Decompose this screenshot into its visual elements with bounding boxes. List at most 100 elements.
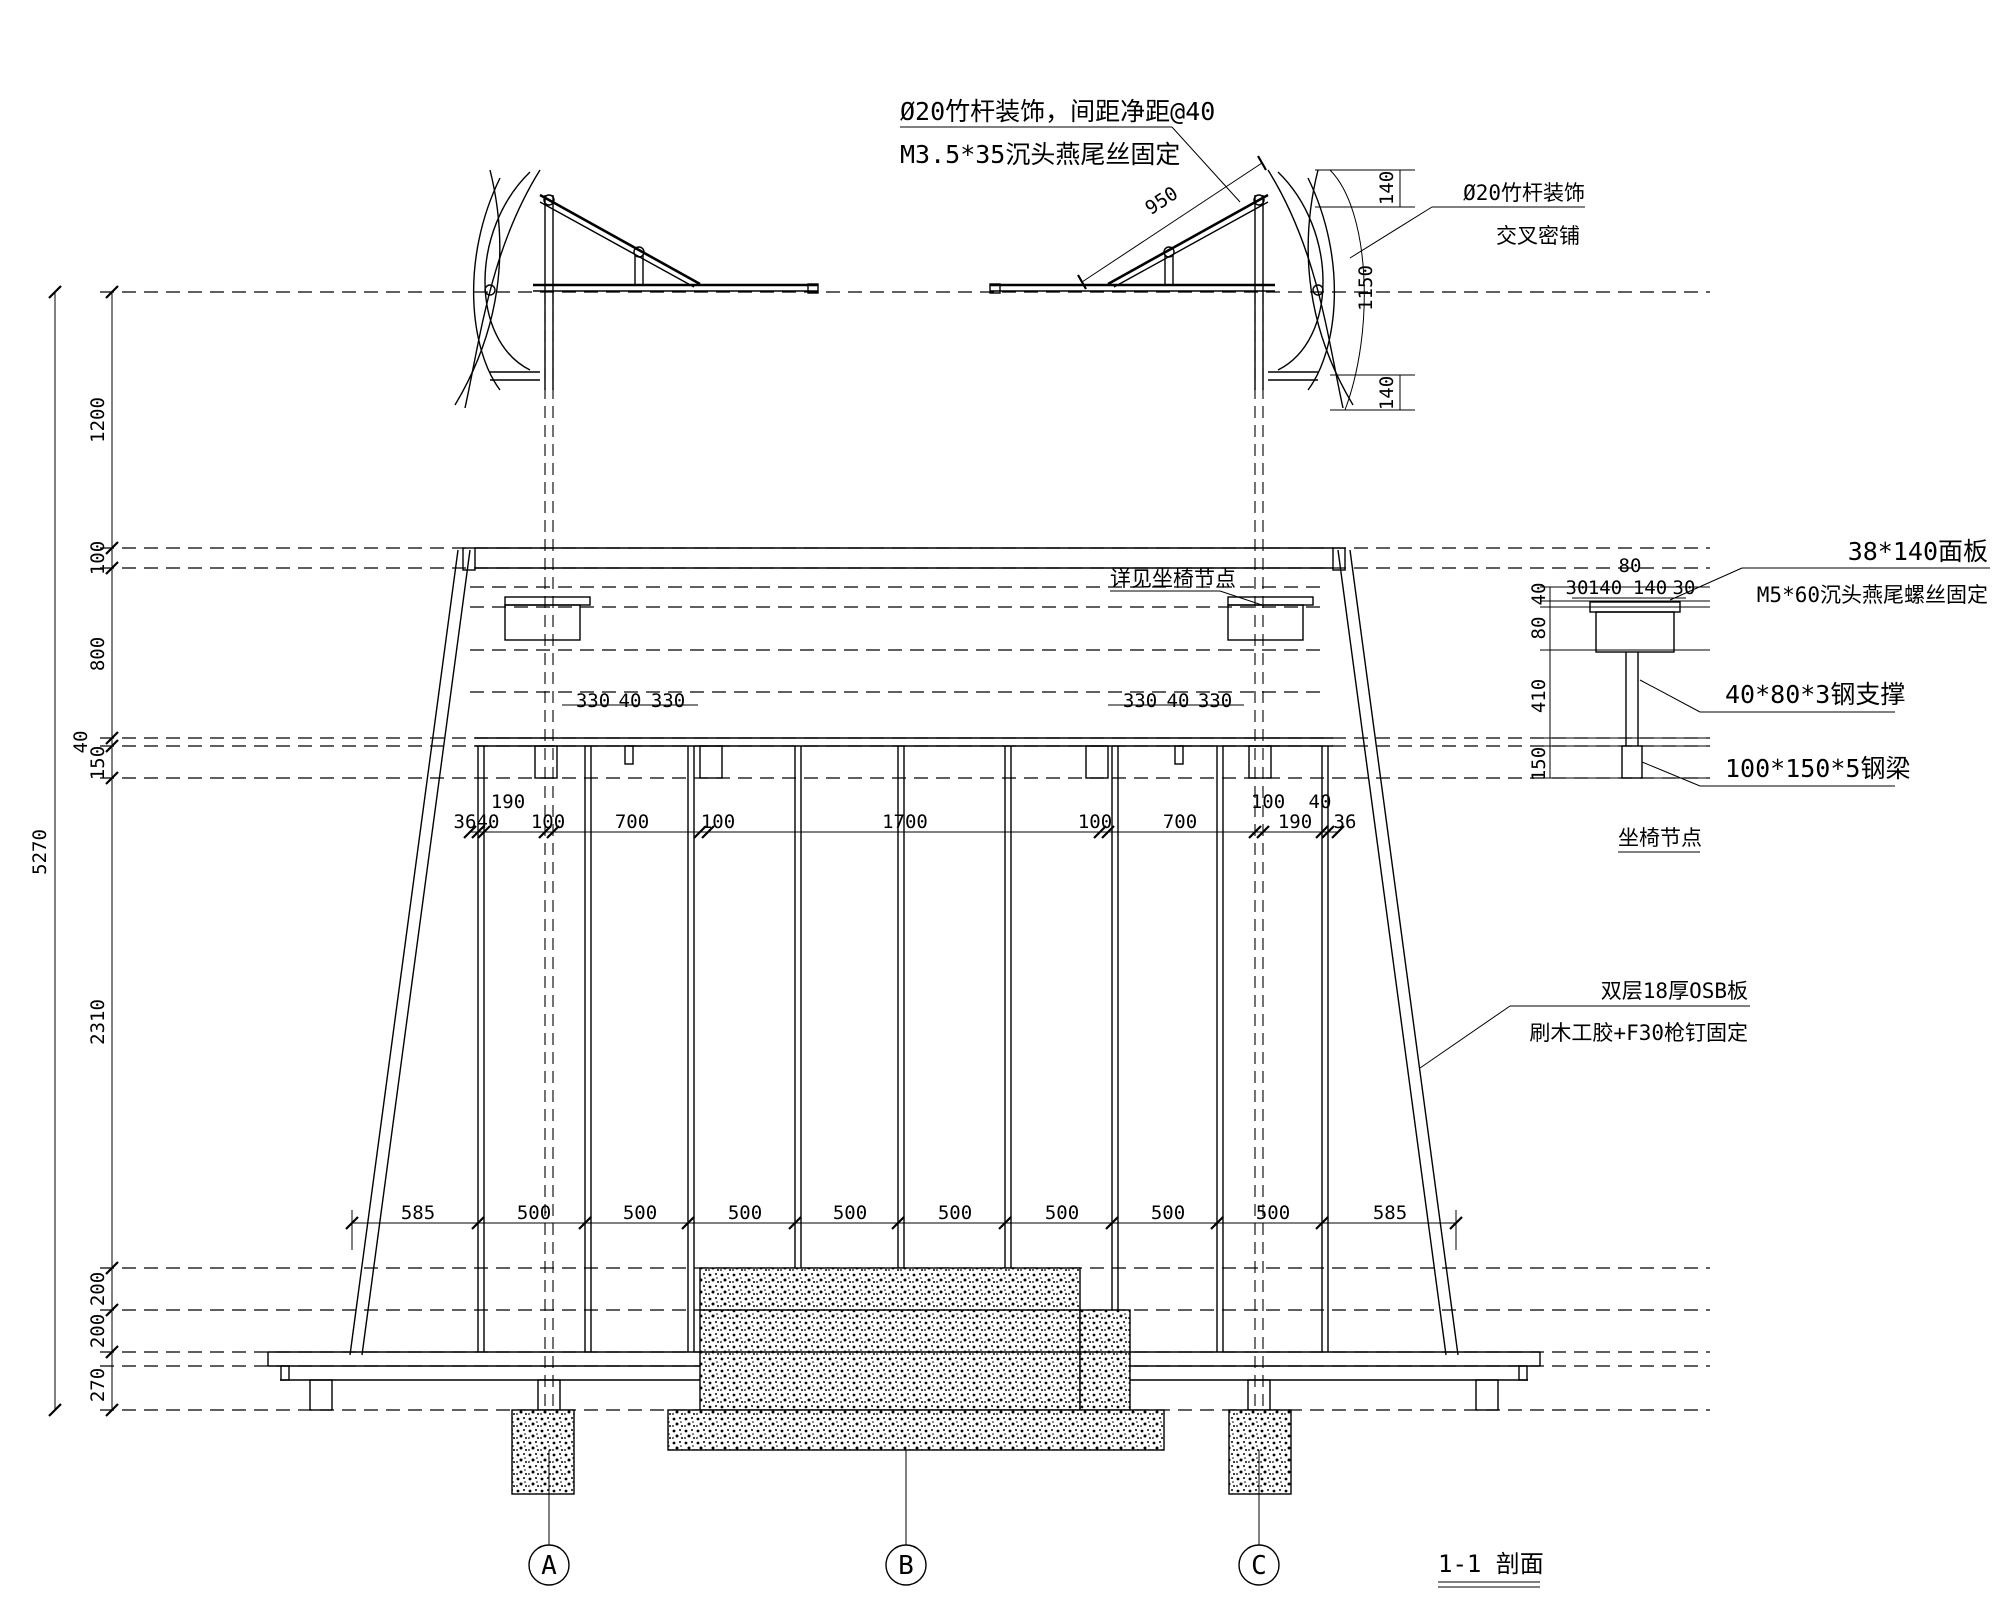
left-dimension-chain: 5270 1200 100 800 40 150 2310 200 200 27… bbox=[29, 285, 119, 1417]
bottom-dim-tick-2 bbox=[578, 1216, 592, 1230]
dim-top-40-right: 40 bbox=[1309, 791, 1332, 813]
dim-top-100-d: 100 bbox=[1251, 791, 1285, 813]
osb-label-1: 双层18厚OSB板 bbox=[1601, 979, 1748, 1003]
dim-top-36-left: 36 bbox=[454, 811, 477, 833]
bench-dim-left-40: 40 bbox=[619, 690, 642, 712]
dim-bottom-500-5: 500 bbox=[938, 1202, 972, 1224]
dim-top-190-left: 190 bbox=[491, 791, 525, 813]
bottom-dimension-texts: 585 500 500 500 500 500 500 500 500 585 bbox=[401, 1202, 1407, 1224]
section-title: 1-1 剖面 bbox=[1438, 1550, 1544, 1588]
dim-top-100-a: 100 bbox=[531, 811, 565, 833]
top-dim-ticks bbox=[463, 825, 1345, 839]
dim-top-700-left: 700 bbox=[615, 811, 649, 833]
top-dim-tick-0 bbox=[463, 825, 477, 839]
dim-bottom-500-1: 500 bbox=[517, 1202, 551, 1224]
dim-bottom-585-right: 585 bbox=[1373, 1202, 1407, 1224]
dim-bottom-500-8: 500 bbox=[1256, 1202, 1290, 1224]
bottom-dim-tick-1 bbox=[471, 1216, 485, 1230]
grid-mark-b: B bbox=[898, 1551, 914, 1581]
bench-dim-right-330-a: 330 bbox=[1123, 690, 1157, 712]
top-dim-tick-4 bbox=[546, 825, 560, 839]
detail-label-beam: 100*150*5钢梁 bbox=[1725, 754, 1910, 783]
bottom-dim-tick-4 bbox=[788, 1216, 802, 1230]
bottom-dim-ticks bbox=[345, 1216, 1463, 1230]
bottom-dim-tick-3 bbox=[681, 1216, 695, 1230]
bottom-dim-tick-0 bbox=[345, 1216, 359, 1230]
top-dim-tick-3 bbox=[538, 825, 552, 839]
dim-950: 950 bbox=[1141, 182, 1182, 219]
dim-bottom-500-7: 500 bbox=[1151, 1202, 1185, 1224]
detail-dim-30-right: 30 bbox=[1673, 577, 1696, 599]
bottom-dim-tick-9 bbox=[1315, 1216, 1329, 1230]
dim-total-height: 5270 bbox=[29, 829, 51, 875]
dim-200-a: 200 bbox=[87, 1272, 109, 1306]
main-structure bbox=[267, 292, 1541, 1411]
bottom-dim-tick-10 bbox=[1449, 1216, 1463, 1230]
dim-bench-800: 800 bbox=[87, 637, 109, 671]
dim-bottom-585-left: 585 bbox=[401, 1202, 435, 1224]
dim-bottom-500-6: 500 bbox=[1045, 1202, 1079, 1224]
detail-label-support: 40*80*3钢支撑 bbox=[1725, 680, 1905, 709]
detail-dim-80: 80 bbox=[1619, 555, 1642, 577]
dim-top-700-right: 700 bbox=[1163, 811, 1197, 833]
dim-2310: 2310 bbox=[87, 999, 109, 1045]
dim-270: 270 bbox=[87, 1368, 109, 1402]
bottom-dim-tick-6 bbox=[998, 1216, 1012, 1230]
roof-annotations: 950 Ø20竹杆装饰，间距净距@40 M3.5*35沉头燕尾丝固定 140 1… bbox=[900, 97, 1585, 411]
bench-ref-label: 详见坐椅节点 bbox=[1110, 567, 1236, 591]
dim-bottom-500-2: 500 bbox=[623, 1202, 657, 1224]
detail-dim-140-right: 140 bbox=[1633, 577, 1667, 599]
top-dim-tick-1 bbox=[471, 825, 485, 839]
top-dim-tick-5 bbox=[693, 825, 707, 839]
dim-140-top: 140 bbox=[1376, 171, 1398, 205]
roof-left bbox=[454, 169, 819, 409]
roof-side-note-2: 交叉密铺 bbox=[1496, 224, 1580, 248]
top-dimension-texts: 36 40 190 100 700 100 1700 100 700 100 1… bbox=[454, 791, 1357, 833]
detail-title: 坐椅节点 bbox=[1618, 826, 1702, 850]
dim-top-100-b: 100 bbox=[701, 811, 735, 833]
dim-140-bottom: 140 bbox=[1376, 376, 1398, 410]
dim-bottom-500-3: 500 bbox=[728, 1202, 762, 1224]
section-title-text: 1-1 剖面 bbox=[1438, 1550, 1544, 1578]
grid-mark-c: C bbox=[1251, 1551, 1267, 1581]
bottom-dim-tick-8 bbox=[1210, 1216, 1224, 1230]
dim-top-1700: 1700 bbox=[882, 811, 928, 833]
seat-detail: 80 30 140 140 30 40 80 410 150 38*140面板 … bbox=[1528, 537, 1990, 853]
dim-top-36-right: 36 bbox=[1334, 811, 1357, 833]
bench-dim-left-330-a: 330 bbox=[576, 690, 610, 712]
dim-roof-height: 1200 bbox=[87, 397, 109, 443]
osb-annotation: 双层18厚OSB板 刷木工胶+F30枪钉固定 bbox=[1419, 979, 1750, 1069]
bottom-dim-tick-5 bbox=[891, 1216, 905, 1230]
osb-label-2: 刷木工胶+F30枪钉固定 bbox=[1529, 1021, 1748, 1045]
detail-dim-side-150: 150 bbox=[1528, 747, 1550, 781]
top-dim-tick-7 bbox=[1093, 825, 1107, 839]
dim-200-b: 200 bbox=[87, 1314, 109, 1348]
top-dim-tick-11 bbox=[1315, 825, 1329, 839]
top-dim-tick-9 bbox=[1248, 825, 1262, 839]
dim-beam-100: 100 bbox=[87, 541, 109, 575]
detail-dim-side-40: 40 bbox=[1528, 583, 1550, 606]
roof-note-1: Ø20竹杆装饰，间距净距@40 bbox=[900, 97, 1215, 126]
dimension-rows bbox=[351, 704, 1457, 1250]
top-dim-tick-2 bbox=[477, 825, 491, 839]
roof-side-note-1: Ø20竹杆装饰 bbox=[1463, 181, 1585, 205]
detail-dim-side-80: 80 bbox=[1528, 617, 1550, 640]
top-dim-tick-13 bbox=[1331, 825, 1345, 839]
top-dim-tick-10 bbox=[1256, 825, 1270, 839]
top-dim-tick-6 bbox=[701, 825, 715, 839]
dim-top-190-right: 190 bbox=[1278, 811, 1312, 833]
detail-dim-30-left: 30 bbox=[1566, 577, 1589, 599]
level-lines bbox=[100, 291, 1710, 1411]
footings bbox=[511, 1409, 1292, 1495]
bench-reference: 详见坐椅节点 bbox=[1110, 567, 1263, 606]
detail-label-screw: M5*60沉头燕尾螺丝固定 bbox=[1757, 583, 1988, 607]
detail-dim-140-left: 140 bbox=[1588, 577, 1622, 599]
dim-top-40-left: 40 bbox=[477, 811, 500, 833]
dim-bottom-500-4: 500 bbox=[833, 1202, 867, 1224]
grid-axes: A B C bbox=[528, 1450, 1280, 1586]
bench-dim-right-40: 40 bbox=[1167, 690, 1190, 712]
grid-mark-a: A bbox=[541, 1551, 557, 1581]
top-dim-tick-12 bbox=[1321, 825, 1335, 839]
detail-label-panel: 38*140面板 bbox=[1848, 537, 1988, 566]
